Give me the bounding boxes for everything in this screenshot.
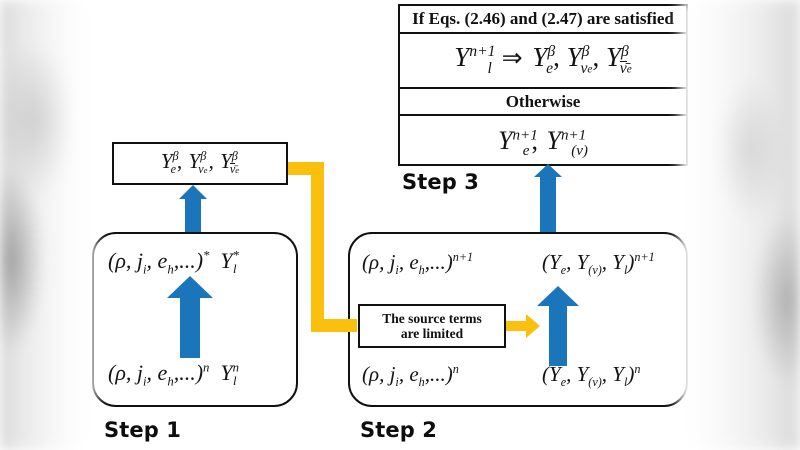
step1-output-formula: Yβe, Yβνe, Yβν̄e xyxy=(160,149,240,177)
arrow-step1-to-output xyxy=(178,185,208,235)
step3-otherwise-formula: Yn+1e, Yn+1(ν) xyxy=(498,125,588,159)
step3-condition-formula: Yn+1l ⇒ Yβe, Yβνe, Yβν̄e xyxy=(454,42,632,77)
right-edge-vignette xyxy=(680,0,800,450)
source-terms-line2: are limited xyxy=(400,326,464,341)
step2-top-right-state: (Ye, Y(ν), Yl)n+1 xyxy=(542,250,655,278)
step2-bottom-left-state: (ρ, ji, eh,...)n xyxy=(362,362,459,390)
step3-otherwise-result-row: Yn+1e, Yn+1(ν) xyxy=(400,116,686,164)
arrow-step1-internal xyxy=(166,276,214,358)
step3-otherwise-header-row: Otherwise xyxy=(400,89,686,116)
step2-box: (ρ, ji, eh,...)n+1 (Ye, Y(ν), Yl)n+1 (ρ,… xyxy=(348,232,688,407)
step3-condition-header: If Eqs. (2.46) and (2.47) are satisfied xyxy=(412,9,674,28)
orange-elbow-horizontal-bottom xyxy=(311,319,357,332)
implies-icon: ⇒ xyxy=(501,45,523,73)
arrow-step2-internal xyxy=(536,286,580,366)
source-terms-note: The source terms are limited xyxy=(358,304,506,348)
step3-condition-result-row: Yn+1l ⇒ Yβe, Yβνe, Yβν̄e xyxy=(400,34,686,89)
step2-bottom-right-state: (Ye, Y(ν), Yl)n xyxy=(542,362,641,390)
arrow-source-to-step2 xyxy=(506,314,540,343)
step1-label: Step 1 xyxy=(104,418,181,442)
arrow-step2-to-step3 xyxy=(533,164,563,234)
step2-top-left-state: (ρ, ji, eh,...)n+1 xyxy=(362,250,474,278)
left-edge-vignette xyxy=(0,0,95,450)
step2-label: Step 2 xyxy=(360,418,437,442)
step3-label: Step 3 xyxy=(402,170,479,194)
step3-otherwise-header: Otherwise xyxy=(505,91,581,111)
step3-box: If Eqs. (2.46) and (2.47) are satisfied … xyxy=(398,4,688,166)
step1-box: (ρ, ji, eh,...)* Y*l (ρ, ji, eh,...)n Yn… xyxy=(92,232,298,407)
orange-elbow-vertical xyxy=(311,162,324,332)
step1-bottom-state: (ρ, ji, eh,...)n Ynl xyxy=(108,360,240,389)
step1-top-state: (ρ, ji, eh,...)* Y*l xyxy=(108,248,240,277)
source-terms-line1: The source terms xyxy=(382,310,482,326)
step3-condition-header-row: If Eqs. (2.46) and (2.47) are satisfied xyxy=(400,6,686,34)
step1-output-box: Yβe, Yβνe, Yβν̄e xyxy=(112,142,288,185)
